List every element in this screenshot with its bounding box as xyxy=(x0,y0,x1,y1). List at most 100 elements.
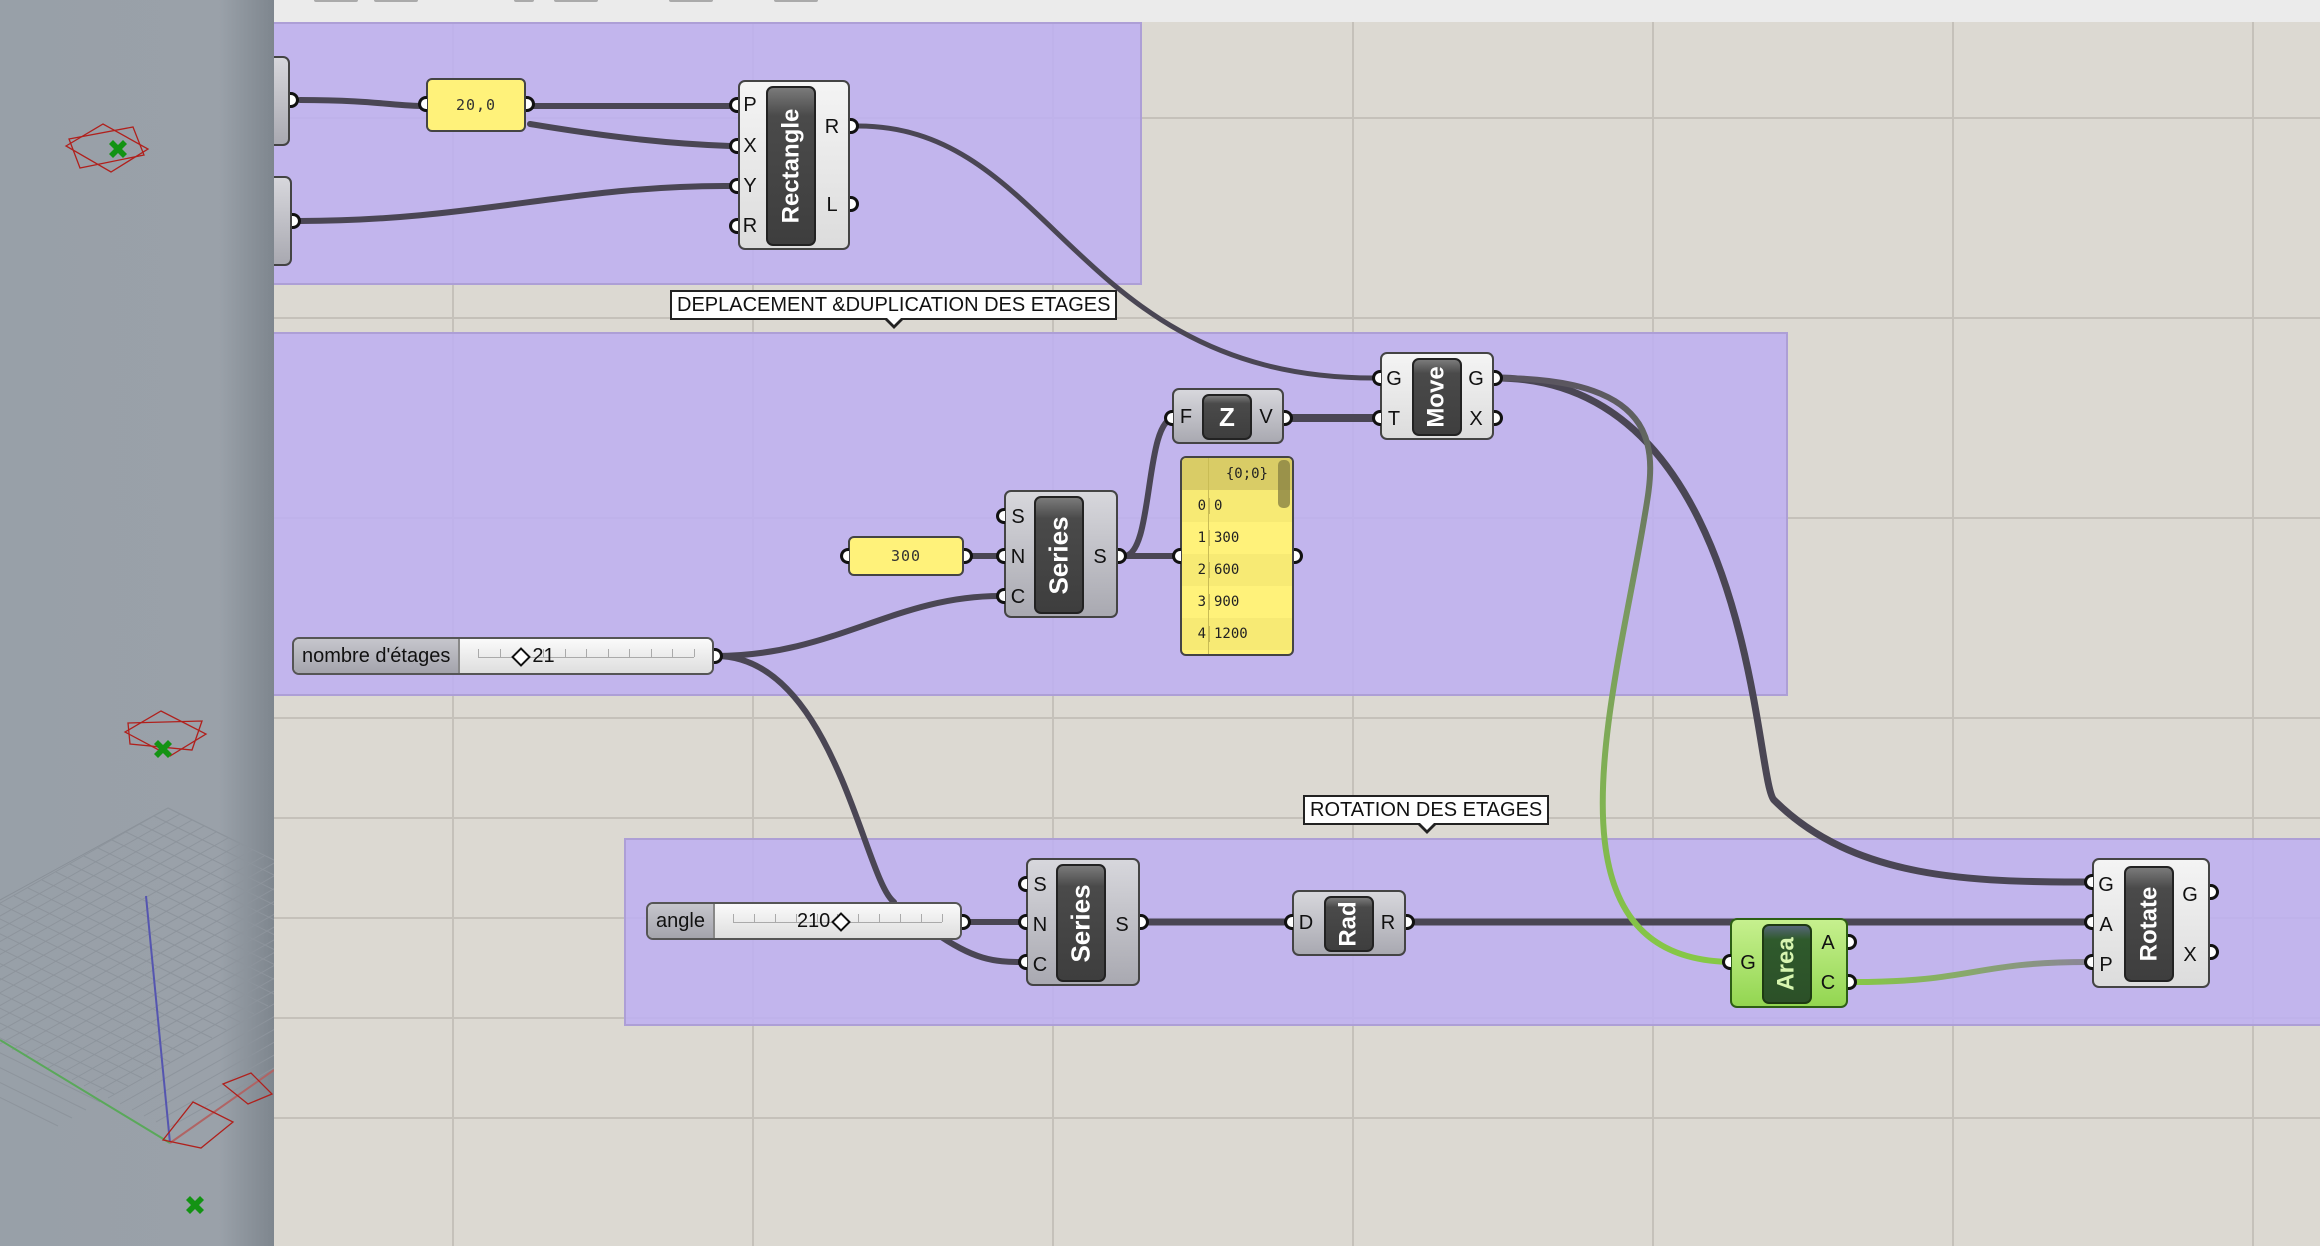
output-v[interactable]: V xyxy=(1259,406,1273,428)
output-r[interactable]: R xyxy=(1380,912,1396,934)
input-grip[interactable] xyxy=(729,218,738,234)
output-x[interactable]: X xyxy=(2183,944,2197,966)
input-c[interactable]: C xyxy=(1010,586,1026,608)
output-grip[interactable] xyxy=(290,92,299,108)
toolbar-button[interactable] xyxy=(554,0,598,2)
rectangle-component[interactable]: P X Y R Rectangle R L xyxy=(738,80,850,250)
output-c[interactable]: C xyxy=(1820,972,1836,994)
output-grip[interactable] xyxy=(1848,974,1857,990)
input-y[interactable]: Y xyxy=(743,175,757,197)
input-grip[interactable] xyxy=(1722,954,1731,970)
slider-track[interactable]: 21 xyxy=(460,639,712,673)
input-grip[interactable] xyxy=(1018,954,1027,970)
series-component-angle[interactable]: S N C Series S xyxy=(1026,858,1140,986)
input-s[interactable]: S xyxy=(1033,874,1047,896)
rhino-viewport[interactable] xyxy=(0,0,274,1246)
input-grip[interactable] xyxy=(2084,954,2093,970)
input-p[interactable]: P xyxy=(2099,954,2113,976)
input-grip[interactable] xyxy=(2084,914,2093,930)
input-s[interactable]: S xyxy=(1011,506,1025,528)
input-g[interactable]: G xyxy=(2098,874,2114,896)
input-grip[interactable] xyxy=(996,548,1005,564)
input-f[interactable]: F xyxy=(1179,406,1193,428)
input-g[interactable]: G xyxy=(1740,952,1756,974)
input-grip[interactable] xyxy=(1018,876,1027,892)
input-grip[interactable] xyxy=(996,508,1005,524)
slider-floors[interactable]: nombre d'étages 21 xyxy=(292,637,714,675)
input-grip[interactable] xyxy=(729,138,738,154)
input-grip[interactable] xyxy=(840,548,849,564)
output-s[interactable]: S xyxy=(1115,914,1129,936)
output-a[interactable]: A xyxy=(1821,932,1835,954)
output-g[interactable]: G xyxy=(2182,884,2198,906)
output-grip[interactable] xyxy=(526,96,535,112)
slider-handle-icon[interactable] xyxy=(831,911,852,932)
slider-handle-icon[interactable] xyxy=(511,646,532,667)
output-grip[interactable] xyxy=(850,196,859,212)
output-x[interactable]: X xyxy=(1469,408,1483,430)
offscreen-component[interactable] xyxy=(274,56,290,146)
output-grip[interactable] xyxy=(1140,914,1149,930)
input-grip[interactable] xyxy=(729,97,738,113)
output-grip[interactable] xyxy=(1294,548,1303,564)
output-grip[interactable] xyxy=(1284,410,1293,426)
toolbar-button[interactable] xyxy=(514,0,534,2)
output-s[interactable]: S xyxy=(1093,546,1107,568)
input-grip[interactable] xyxy=(1284,914,1293,930)
group-rectangle[interactable] xyxy=(274,22,1142,285)
rotate-component[interactable]: G A P Rotate G X xyxy=(2092,858,2210,988)
input-c[interactable]: C xyxy=(1032,954,1048,976)
input-x[interactable]: X xyxy=(743,135,757,157)
output-grip[interactable] xyxy=(1494,410,1503,426)
toolbar-button[interactable] xyxy=(669,0,713,2)
panel-scrollbar[interactable] xyxy=(1278,460,1290,508)
toolbar-button[interactable] xyxy=(774,0,818,2)
input-grip[interactable] xyxy=(1372,410,1381,426)
slider-value[interactable]: 21 xyxy=(511,645,555,668)
output-grip[interactable] xyxy=(1848,934,1857,950)
offscreen-component[interactable] xyxy=(274,176,292,266)
output-grip[interactable] xyxy=(1406,914,1415,930)
input-d[interactable]: D xyxy=(1298,912,1314,934)
series-component-floors[interactable]: S N C Series S xyxy=(1004,490,1118,618)
group-label-move[interactable]: DEPLACEMENT &DUPLICATION DES ETAGES xyxy=(670,290,1118,329)
input-t[interactable]: T xyxy=(1387,408,1401,430)
output-grip[interactable] xyxy=(292,213,301,229)
area-component[interactable]: G Area A C xyxy=(1730,918,1848,1008)
input-grip[interactable] xyxy=(418,96,427,112)
input-grip[interactable] xyxy=(729,178,738,194)
input-grip[interactable] xyxy=(1164,410,1173,426)
input-grip[interactable] xyxy=(1018,914,1027,930)
input-grip[interactable] xyxy=(996,588,1005,604)
slider-track[interactable]: 210 xyxy=(714,904,960,938)
radians-component[interactable]: D Rad R xyxy=(1292,890,1406,956)
output-grip[interactable] xyxy=(964,548,973,564)
input-g[interactable]: G xyxy=(1386,368,1402,390)
panel-domain[interactable]: 20,0 xyxy=(426,78,526,132)
input-grip[interactable] xyxy=(1172,548,1181,564)
output-grip[interactable] xyxy=(850,118,859,134)
output-grip[interactable] xyxy=(714,648,723,664)
toolbar-button[interactable] xyxy=(314,0,358,2)
input-a[interactable]: A xyxy=(2099,914,2113,936)
input-n[interactable]: N xyxy=(1032,914,1048,936)
output-l[interactable]: L xyxy=(826,194,838,216)
output-grip[interactable] xyxy=(2210,944,2219,960)
output-g[interactable]: G xyxy=(1468,368,1484,390)
input-r[interactable]: R xyxy=(742,215,758,237)
output-r[interactable]: R xyxy=(824,116,840,138)
output-grip[interactable] xyxy=(2210,884,2219,900)
slider-angle[interactable]: angle 210 xyxy=(646,902,962,940)
grasshopper-canvas[interactable]: DEPLACEMENT &DUPLICATION DES ETAGES ROTA… xyxy=(274,0,2320,1246)
slider-value[interactable]: 210 xyxy=(797,910,852,933)
input-n[interactable]: N xyxy=(1010,546,1026,568)
move-component[interactable]: G T Move G X xyxy=(1380,352,1494,440)
unit-z-component[interactable]: F Z V xyxy=(1172,388,1284,444)
toolbar-button[interactable] xyxy=(374,0,418,2)
output-grip[interactable] xyxy=(1494,370,1503,386)
group-label-rotate[interactable]: ROTATION DES ETAGES xyxy=(1303,795,1550,834)
panel-step[interactable]: 300 xyxy=(848,536,964,576)
input-grip[interactable] xyxy=(2084,874,2093,890)
input-grip[interactable] xyxy=(1372,370,1381,386)
